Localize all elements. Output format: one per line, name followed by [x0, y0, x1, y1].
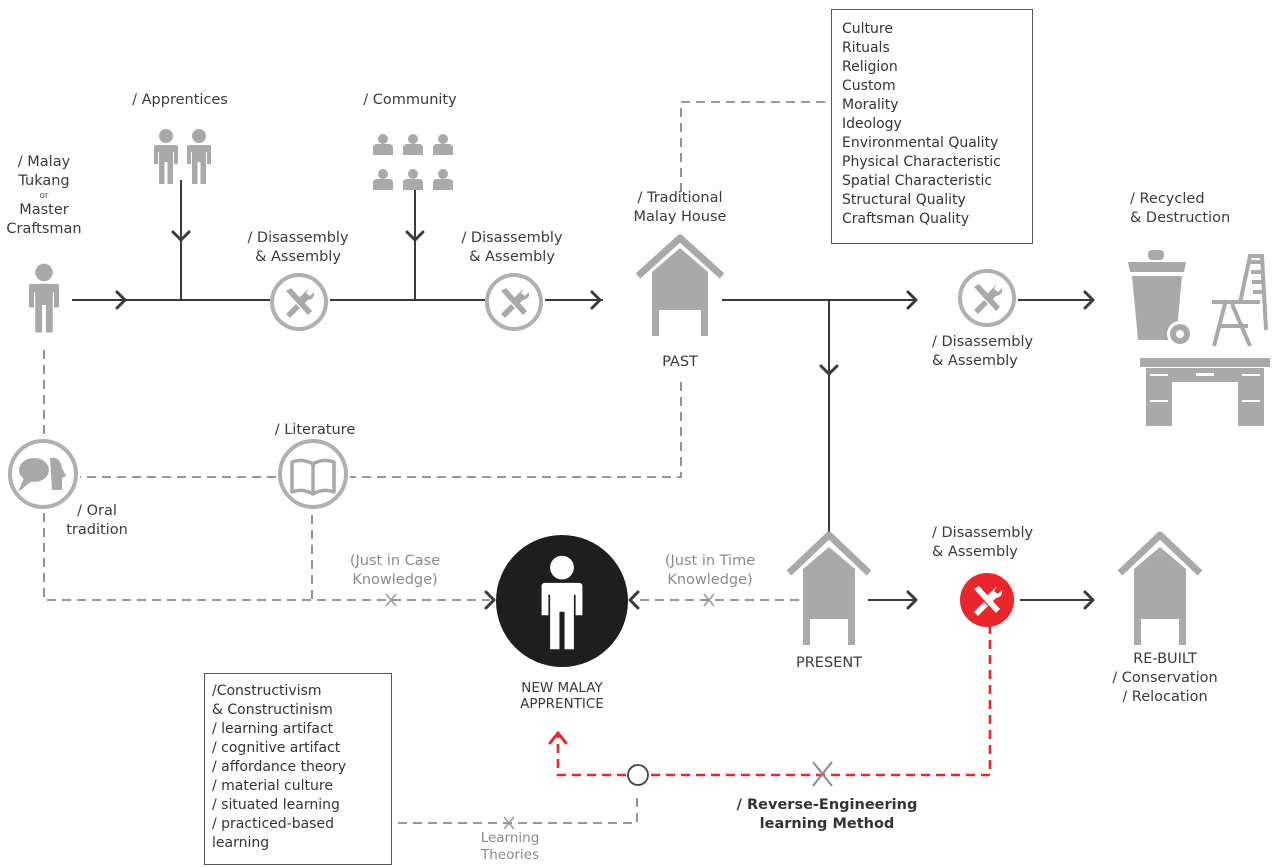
timeline-arrowheads — [115, 230, 1095, 610]
rebuilt-label: RE-BUILT / Conservation / Relocation — [1100, 650, 1230, 707]
apprentices-label: / Apprentices — [132, 92, 228, 108]
theories-list: /Constructivism & Constructinism / learn… — [205, 674, 391, 853]
label-line: NEW MALAY — [521, 680, 603, 696]
new-apprentice-icon — [496, 535, 628, 667]
desk-icon — [1140, 358, 1270, 426]
label-line: Master — [19, 202, 69, 218]
theory-item: / cognitive artifact — [212, 740, 341, 756]
just-in-case-label: (Just in Case Knowledge) — [335, 552, 455, 590]
quality-item: Spatial Characteristic — [842, 173, 993, 189]
disassembly-label-1: / Disassembly & Assembly — [228, 229, 368, 267]
chair-icon — [1212, 254, 1268, 347]
label-line: Learning — [480, 830, 540, 846]
qualities-box: Culture Rituals Religion Custom Morality… — [831, 9, 1033, 244]
theory-item: / learning artifact — [212, 721, 334, 737]
oral-tradition-icon — [8, 439, 78, 509]
reverse-engineering-label: / Reverse-Engineering learning Method — [712, 796, 942, 834]
label-line: APPRENTICE — [520, 696, 604, 712]
theory-item: / material culture — [212, 778, 333, 794]
theory-item: /Constructivism — [212, 683, 322, 699]
label-line: / Disassembly — [932, 525, 1034, 541]
literature-label: / Literature — [274, 422, 356, 438]
tools-icon-1 — [270, 273, 328, 331]
label-line: & Assembly — [932, 353, 1018, 369]
label-line: Malay House — [633, 209, 727, 225]
label-line: / Disassembly — [461, 230, 563, 246]
label-line: & Assembly — [255, 249, 341, 265]
qualities-list: Culture Rituals Religion Custom Morality… — [832, 10, 1032, 229]
label-line: RE-BUILT — [1133, 651, 1197, 667]
label-line: / Oral — [77, 503, 117, 519]
trash-bin-icon — [1128, 250, 1193, 347]
label-line: Theories — [480, 847, 539, 863]
label-line: learning Method — [759, 816, 895, 832]
literature-book-icon — [278, 439, 348, 509]
tools-icon-red — [960, 573, 1014, 627]
tools-icon-3 — [958, 269, 1016, 327]
theory-item: & Constructinism — [212, 702, 333, 718]
oral-tradition-label: / Oral tradition — [52, 502, 142, 540]
label-line: tradition — [66, 522, 128, 538]
label-line: (Just in Case — [349, 553, 441, 569]
quality-item: Morality — [842, 97, 899, 113]
label-line: / Relocation — [1122, 689, 1208, 705]
apprentices-icon — [154, 129, 211, 184]
dashed-cross-marks — [385, 593, 715, 830]
label-line: / Traditional — [637, 190, 723, 206]
past-label: PAST — [662, 354, 698, 370]
red-arrowhead — [548, 730, 568, 745]
theory-item: / affordance theory — [212, 759, 347, 775]
label-line: Knowledge) — [352, 572, 438, 588]
community-label: / Community — [363, 92, 457, 108]
house-past-icon — [635, 234, 725, 336]
master-craftsman-label: / Malay Tukang or Master Craftsman — [4, 153, 84, 239]
reverse-engineering-path — [556, 625, 992, 777]
tools-icon-2 — [485, 273, 543, 331]
theory-item: / practiced-based — [212, 816, 334, 832]
quality-item: Ideology — [842, 116, 902, 132]
label-line: Craftsman — [6, 221, 82, 237]
knowledge-dashed-lines — [43, 101, 835, 824]
label-line: / Disassembly — [932, 334, 1034, 350]
learning-theories-box: /Constructivism & Constructinism / learn… — [204, 673, 392, 865]
disassembly-label-2: / Disassembly & Assembly — [442, 229, 582, 267]
quality-item: Environmental Quality — [842, 135, 999, 151]
label-line: Tukang — [18, 173, 70, 189]
theory-item: / situated learning — [212, 797, 340, 813]
traditional-house-label: / Traditional Malay House — [610, 189, 750, 227]
label-line: (Just in Time — [664, 553, 756, 569]
disassembly-label-4: / Disassembly & Assembly — [932, 524, 1033, 562]
label-line: / Malay — [17, 154, 71, 170]
theory-item: learning — [212, 835, 270, 851]
quality-item: Structural Quality — [842, 192, 966, 208]
just-in-time-label: (Just in Time Knowledge) — [650, 552, 770, 590]
quality-item: Custom — [842, 78, 896, 94]
label-line: Knowledge) — [667, 572, 753, 588]
community-icon — [373, 134, 453, 190]
label-line: & Destruction — [1130, 210, 1231, 226]
label-line: or — [39, 191, 49, 201]
label-line: / Disassembly — [247, 230, 349, 246]
label-line: & Assembly — [469, 249, 555, 265]
disassembly-label-3: / Disassembly & Assembly — [932, 333, 1033, 371]
label-line: / Recycled — [1130, 191, 1205, 207]
house-rebuilt-icon — [1117, 531, 1203, 645]
label-line: & Assembly — [932, 544, 1018, 560]
learning-junction-node — [627, 764, 649, 786]
red-cross-mark — [812, 761, 833, 787]
master-craftsman-icon — [29, 263, 59, 333]
label-line: / Conservation — [1112, 670, 1218, 686]
quality-item: Physical Characteristic — [842, 154, 1001, 170]
learning-theories-label: Learning Theories — [450, 830, 570, 864]
quality-item: Rituals — [842, 40, 890, 56]
new-apprentice-label: NEW MALAY APPRENTICE — [492, 680, 632, 712]
recycled-label: / Recycled & Destruction — [1130, 190, 1230, 228]
house-present-icon — [786, 531, 872, 645]
present-label: PRESENT — [795, 655, 863, 671]
quality-item: Religion — [842, 59, 898, 75]
label-line: / Reverse-Engineering — [736, 797, 918, 813]
quality-item: Culture — [842, 21, 893, 37]
quality-item: Craftsman Quality — [842, 211, 970, 227]
